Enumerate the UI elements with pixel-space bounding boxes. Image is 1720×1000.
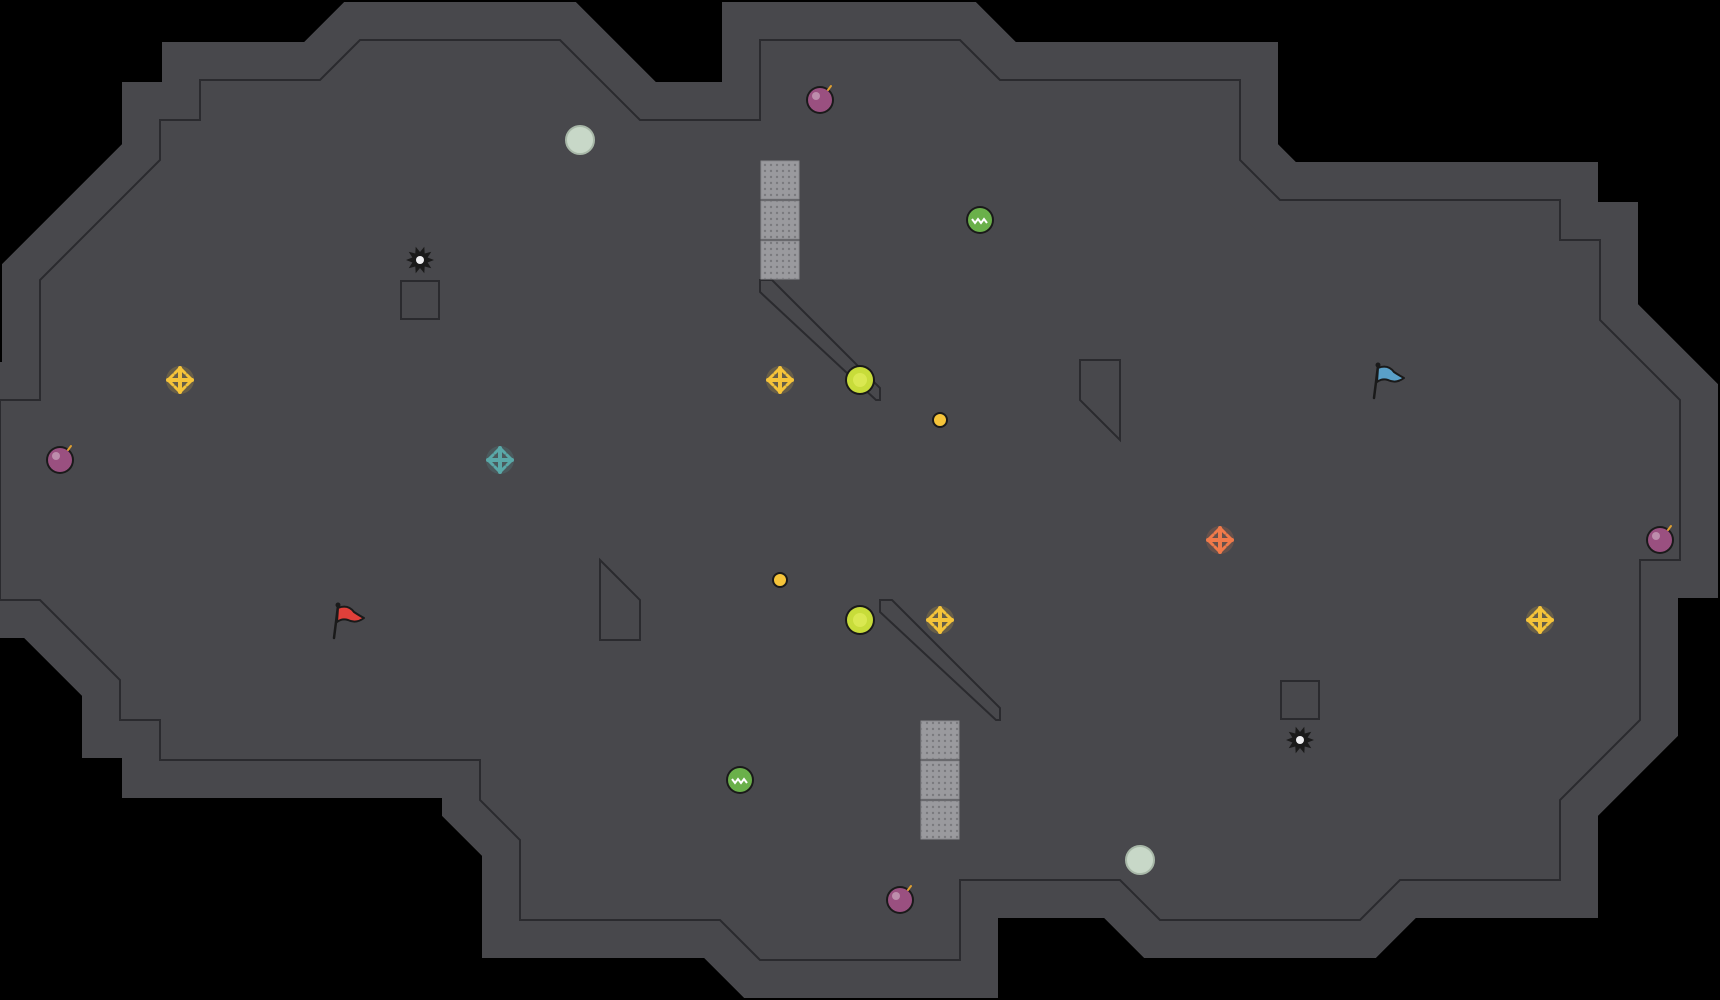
- wall-diagonal: [879, 599, 1001, 721]
- gate-tile: [760, 200, 800, 240]
- boost-pad[interactable]: [1526, 606, 1554, 634]
- gate-button[interactable]: [1125, 845, 1155, 875]
- boost-arrows: [926, 606, 954, 634]
- boost-arrowhead: [1533, 625, 1547, 634]
- wall-block: [400, 280, 440, 320]
- boost-arrowhead: [493, 446, 507, 455]
- boost-arrowhead: [1545, 613, 1554, 627]
- bomb-body: [808, 88, 832, 112]
- team-toggle[interactable]: [966, 206, 994, 234]
- boost-arrowhead: [505, 453, 514, 467]
- wall-block: [1280, 680, 1320, 720]
- powerup[interactable]: [845, 605, 875, 635]
- gate-button[interactable]: [565, 125, 595, 155]
- boost-arrowhead: [1533, 606, 1547, 615]
- powerup-core: [853, 373, 867, 387]
- spike: [1286, 726, 1314, 754]
- toggle-body: [728, 768, 752, 792]
- bomb-fuse: [827, 85, 832, 91]
- bomb-fuse: [1667, 525, 1672, 531]
- gate-tile: [920, 760, 960, 800]
- boost-arrowhead: [766, 373, 775, 387]
- boost-arrowhead: [773, 385, 787, 394]
- boost-arrows: [486, 446, 514, 474]
- bomb-shine: [812, 92, 820, 100]
- object-layer: [46, 85, 1674, 914]
- powerup-core: [853, 613, 867, 627]
- boost-arrows: [766, 366, 794, 394]
- bomb-fuse: [67, 445, 72, 451]
- flag-tip: [335, 602, 341, 608]
- boost-arrowhead: [493, 465, 507, 474]
- wall-wedge: [1079, 359, 1121, 443]
- boost-arrowhead: [1213, 545, 1227, 554]
- flag-cloth: [1376, 365, 1405, 383]
- boost-arrows: [166, 366, 194, 394]
- boost-pad[interactable]: [166, 366, 194, 394]
- wall-outline: [0, 39, 1681, 961]
- wall-wedge: [599, 557, 641, 641]
- bomb-body: [1648, 528, 1672, 552]
- flag-cloth: [336, 605, 365, 623]
- boost-arrowhead: [1213, 526, 1227, 535]
- boost-arrows: [1526, 606, 1554, 634]
- bomb-shine: [52, 452, 60, 460]
- bomb: [806, 85, 834, 114]
- boost-arrowhead: [166, 373, 175, 387]
- spike-center: [1296, 736, 1304, 744]
- spike-center: [416, 256, 424, 264]
- boost-arrowhead: [785, 373, 794, 387]
- flag-tip: [1375, 362, 1381, 368]
- small-powerup[interactable]: [932, 412, 948, 428]
- boost-arrowhead: [486, 453, 495, 467]
- boost-pad[interactable]: [486, 446, 514, 474]
- small-powerup[interactable]: [772, 572, 788, 588]
- boost-arrowhead: [1206, 533, 1215, 547]
- bomb-shine: [892, 892, 900, 900]
- boost-arrowhead: [1526, 613, 1535, 627]
- boost-arrowhead: [1225, 533, 1234, 547]
- blue-flag-icon[interactable]: [1372, 362, 1405, 400]
- boost-arrows: [1206, 526, 1234, 554]
- gate-tile: [760, 240, 800, 280]
- bomb: [46, 445, 74, 474]
- boost-pad[interactable]: [766, 366, 794, 394]
- boost-arrowhead: [173, 385, 187, 394]
- boost-arrowhead: [933, 625, 947, 634]
- spike: [406, 246, 434, 274]
- bomb-shine: [1652, 532, 1660, 540]
- boost-arrowhead: [173, 366, 187, 375]
- toggle-stripe: [971, 217, 988, 225]
- gate-tile: [760, 160, 800, 200]
- gate-tile: [920, 800, 960, 840]
- boost-arrowhead: [926, 613, 935, 627]
- boost-arrowhead: [185, 373, 194, 387]
- toggle-body: [968, 208, 992, 232]
- boost-arrowhead: [773, 366, 787, 375]
- bomb-body: [888, 888, 912, 912]
- gate-tile: [920, 720, 960, 760]
- bomb-body: [48, 448, 72, 472]
- powerup[interactable]: [845, 365, 875, 395]
- bomb-fuse: [907, 885, 912, 891]
- boost-arrowhead: [933, 606, 947, 615]
- bomb: [886, 885, 914, 914]
- boost-arrowhead: [945, 613, 954, 627]
- team-toggle[interactable]: [726, 766, 754, 794]
- bomb: [1646, 525, 1674, 554]
- boost-pad[interactable]: [926, 606, 954, 634]
- boost-pad[interactable]: [1206, 526, 1234, 554]
- toggle-stripe: [731, 777, 748, 785]
- red-flag-icon[interactable]: [332, 602, 365, 640]
